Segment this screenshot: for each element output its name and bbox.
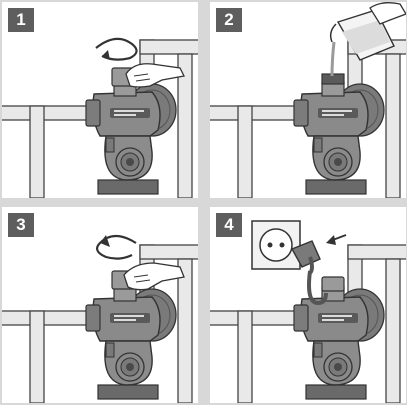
step-4-panel: 4 — [210, 207, 406, 403]
step-2-panel: 2 — [210, 2, 406, 198]
rotate-counterclockwise-arrow-icon — [95, 37, 138, 61]
water-stream — [330, 41, 336, 77]
step-3-illustration — [2, 244, 198, 403]
hand-icon — [125, 63, 185, 88]
step-4-illustration — [210, 244, 406, 403]
step-4-number: 4 — [216, 213, 242, 237]
step-2-number: 2 — [216, 8, 242, 32]
step-1-panel: 1 — [2, 2, 198, 198]
rotate-clockwise-arrow-icon — [96, 234, 137, 260]
step-3-number: 3 — [8, 213, 34, 237]
power-plug-socket-icon — [251, 220, 347, 275]
step-1-illustration — [2, 39, 198, 198]
step-1-number: 1 — [8, 8, 34, 32]
water-jug-pouring-icon — [329, 2, 406, 61]
hand-icon — [123, 262, 185, 291]
step-2-illustration — [210, 39, 406, 198]
step-3-panel: 3 — [2, 207, 198, 403]
